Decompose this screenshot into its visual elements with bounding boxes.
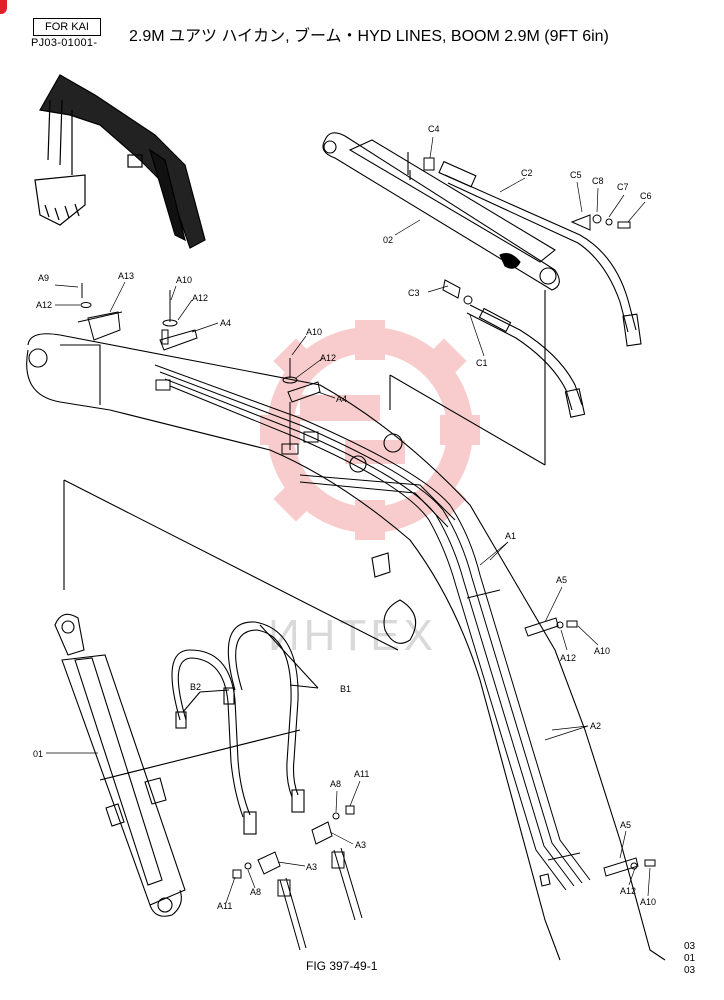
label-b1: B1 bbox=[340, 684, 351, 694]
label-a2: A2 bbox=[590, 721, 601, 731]
label-c8: C8 bbox=[592, 176, 604, 186]
label-a10-mid: A10 bbox=[306, 327, 322, 337]
lower-clamps-a3 bbox=[232, 805, 363, 951]
leader-lines bbox=[46, 136, 651, 904]
label-a11-lower: A11 bbox=[217, 901, 232, 911]
label-a8-upper: A8 bbox=[330, 779, 341, 789]
part-code: PJ03-01001- bbox=[31, 37, 98, 49]
page-ref-line-3: 03 bbox=[684, 965, 696, 976]
label-b2: B2 bbox=[190, 682, 201, 692]
label-a12-top: A12 bbox=[192, 293, 208, 303]
label-a4-top: A4 bbox=[220, 318, 231, 328]
label-a12-right: A12 bbox=[560, 653, 576, 663]
hose-c1 bbox=[466, 304, 586, 418]
label-01: 01 bbox=[33, 749, 43, 759]
boom-arm bbox=[26, 333, 666, 961]
part-labels: C4 C2 C5 C8 C7 C6 02 C3 C1 A9 A13 A10 A1… bbox=[33, 124, 656, 911]
figure-number: FIG 397-49-1 bbox=[306, 959, 378, 973]
page-title: 2.9M ユアツ ハイカン, ブーム・HYD LINES, BOOM 2.9M … bbox=[129, 28, 609, 45]
fittings-c3-c8 bbox=[423, 157, 631, 305]
label-a10-top: A10 bbox=[176, 275, 192, 285]
label-a13: A13 bbox=[118, 271, 134, 281]
arm-cylinder-01 bbox=[54, 479, 399, 917]
page-ref-line-2: 01 bbox=[684, 953, 696, 964]
label-a8-lower: A8 bbox=[250, 887, 261, 897]
label-a5-lower: A5 bbox=[620, 820, 631, 830]
page-edge-mark bbox=[0, 0, 7, 14]
pipe-clamps-top bbox=[77, 283, 321, 450]
label-a5-upper: A5 bbox=[556, 575, 567, 585]
label-a1: A1 bbox=[505, 531, 516, 541]
for-kai-tag: FOR KAI bbox=[33, 18, 101, 36]
label-a12-lower: A12 bbox=[620, 886, 636, 896]
label-02: 02 bbox=[383, 235, 393, 245]
label-a3-lower: A3 bbox=[306, 862, 317, 872]
label-a9: A9 bbox=[38, 273, 49, 283]
page-ref-line-1: 03 bbox=[684, 941, 696, 952]
label-a4-mid: A4 bbox=[336, 394, 347, 404]
hoses-b1 bbox=[99, 621, 319, 835]
label-a10-lower: A10 bbox=[640, 897, 656, 907]
label-c4: C4 bbox=[428, 124, 440, 134]
label-a12-left: A12 bbox=[36, 300, 52, 310]
label-c7: C7 bbox=[617, 182, 629, 192]
label-a11-upper: A11 bbox=[354, 769, 369, 779]
boom-cylinder-02 bbox=[322, 132, 560, 466]
watermark-text: ИНТЕХ bbox=[268, 611, 437, 660]
watermark-gear-logo bbox=[260, 320, 480, 540]
label-c2: C2 bbox=[521, 168, 533, 178]
label-c6: C6 bbox=[640, 191, 652, 201]
label-c3: C3 bbox=[408, 288, 420, 298]
label-c5: C5 bbox=[570, 170, 582, 180]
excavator-thumbnail bbox=[34, 74, 206, 249]
label-a3-upper: A3 bbox=[355, 840, 366, 850]
label-c1: C1 bbox=[476, 358, 488, 368]
label-a12-mid: A12 bbox=[320, 353, 336, 363]
label-a10-right: A10 bbox=[594, 646, 610, 656]
boom-pipe-bundle-a1-a2 bbox=[154, 364, 591, 891]
hose-c2 bbox=[438, 160, 642, 347]
